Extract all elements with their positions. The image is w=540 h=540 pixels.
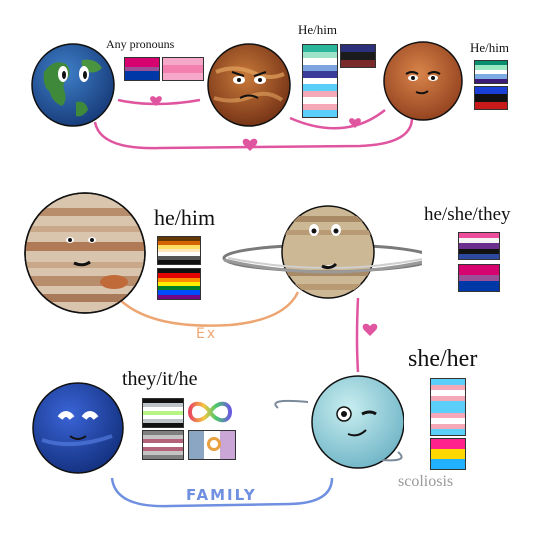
venus-pronouns-label: He/him [298, 22, 337, 37]
uranus-flag-stack [430, 378, 466, 436]
heart-icon [242, 138, 258, 151]
mars-flag-small [474, 86, 508, 110]
saturn-pronouns-label: he/she/they [424, 204, 511, 225]
jupiter-pronouns-label: he/him [154, 205, 216, 230]
saturn-flag-1 [458, 232, 500, 260]
earth-planet [31, 43, 115, 127]
neptune-pronouns-label: they/it/he [122, 368, 198, 390]
mars-planet [383, 41, 463, 121]
uranus-pronouns-label: she/her [408, 346, 478, 372]
infinity-symbol-icon [188, 401, 232, 423]
neptune-planet [32, 382, 124, 474]
earth-pronouns-label: Any pronouns [106, 37, 175, 51]
mars-pronouns-label: He/him [470, 40, 509, 55]
heart-icon [362, 323, 378, 336]
pronoun-flag [162, 57, 204, 81]
venus-flag-small [340, 44, 376, 68]
bisexual-flag [124, 57, 160, 81]
saturn-uranus-line [355, 297, 360, 373]
heart-icon [150, 96, 162, 106]
scoliosis-note: scoliosis [398, 473, 454, 490]
saturn-planet [222, 205, 422, 299]
bear-flag [157, 236, 201, 265]
jupiter-planet [24, 192, 146, 314]
venus-planet [207, 43, 291, 127]
agender-flag [142, 398, 184, 428]
ex-relation-label: Ex [196, 326, 218, 342]
family-relation-label: FAMILY [186, 486, 257, 504]
bisexual-flag-2 [458, 264, 500, 292]
family-bracket-line [110, 477, 334, 508]
uranus-planet [274, 375, 404, 469]
mlm-flag [474, 60, 508, 84]
demiboy-flag [142, 430, 184, 460]
heart-icon [349, 118, 361, 128]
rainbow-flag [157, 268, 201, 300]
venus-flag-stack [302, 44, 338, 118]
row1-bracket-line [93, 117, 414, 150]
pansexual-flag [430, 438, 466, 470]
venus-mars-line [289, 109, 386, 130]
intersex-style-flag [188, 430, 236, 460]
jupiter-saturn-ex-line [117, 291, 300, 327]
